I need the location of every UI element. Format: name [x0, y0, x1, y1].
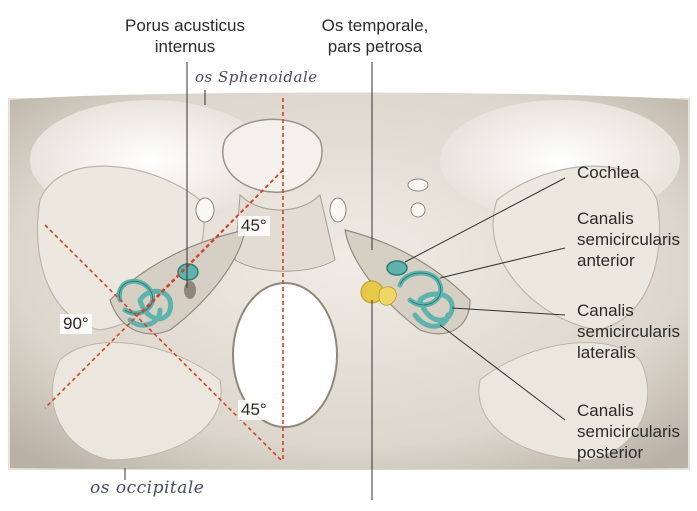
label-os-temporale-line1: Os temporale, [300, 15, 450, 36]
angle-left-label: 90° [60, 314, 92, 334]
label-canalis-anterior-line1: Canalis [577, 208, 680, 229]
label-canalis-posterior-line1: Canalis [577, 400, 680, 421]
label-canalis-posterior-line2: semicircularis [577, 421, 680, 442]
cochlea-right [387, 261, 407, 275]
foramen-spinosum-right [411, 203, 425, 217]
foramen-ovale-left [196, 198, 214, 222]
label-porus-line2: internus [110, 36, 260, 57]
label-canalis-lateralis: Canalis semicircularis lateralis [577, 300, 680, 363]
label-canalis-lateralis-line3: lateralis [577, 342, 680, 363]
label-canalis-anterior: Canalis semicircularis anterior [577, 208, 680, 271]
label-canalis-lateralis-line2: semicircularis [577, 321, 680, 342]
angle-top-label: 45° [238, 216, 270, 236]
handwritten-occipitale: os occipitale [90, 478, 204, 498]
handwritten-sphenoidale: os Sphenoidale [195, 68, 318, 86]
label-canalis-lateralis-line1: Canalis [577, 300, 680, 321]
porus-acusticus-opening [184, 281, 196, 299]
label-porus-line1: Porus acusticus [110, 15, 260, 36]
superior-orbital-right [408, 179, 428, 191]
label-canalis-posterior: Canalis semicircularis posterior [577, 400, 680, 463]
label-porus-acusticus: Porus acusticus internus [110, 15, 260, 57]
label-os-temporale-line2: pars petrosa [300, 36, 450, 57]
foramen-ovale-right [330, 198, 346, 222]
label-canalis-posterior-line3: posterior [577, 442, 680, 463]
label-os-temporale: Os temporale, pars petrosa [300, 15, 450, 57]
angle-bottom-label: 45° [238, 400, 270, 420]
label-canalis-anterior-line3: anterior [577, 250, 680, 271]
label-canalis-anterior-line2: semicircularis [577, 229, 680, 250]
label-cochlea: Cochlea [577, 162, 639, 183]
